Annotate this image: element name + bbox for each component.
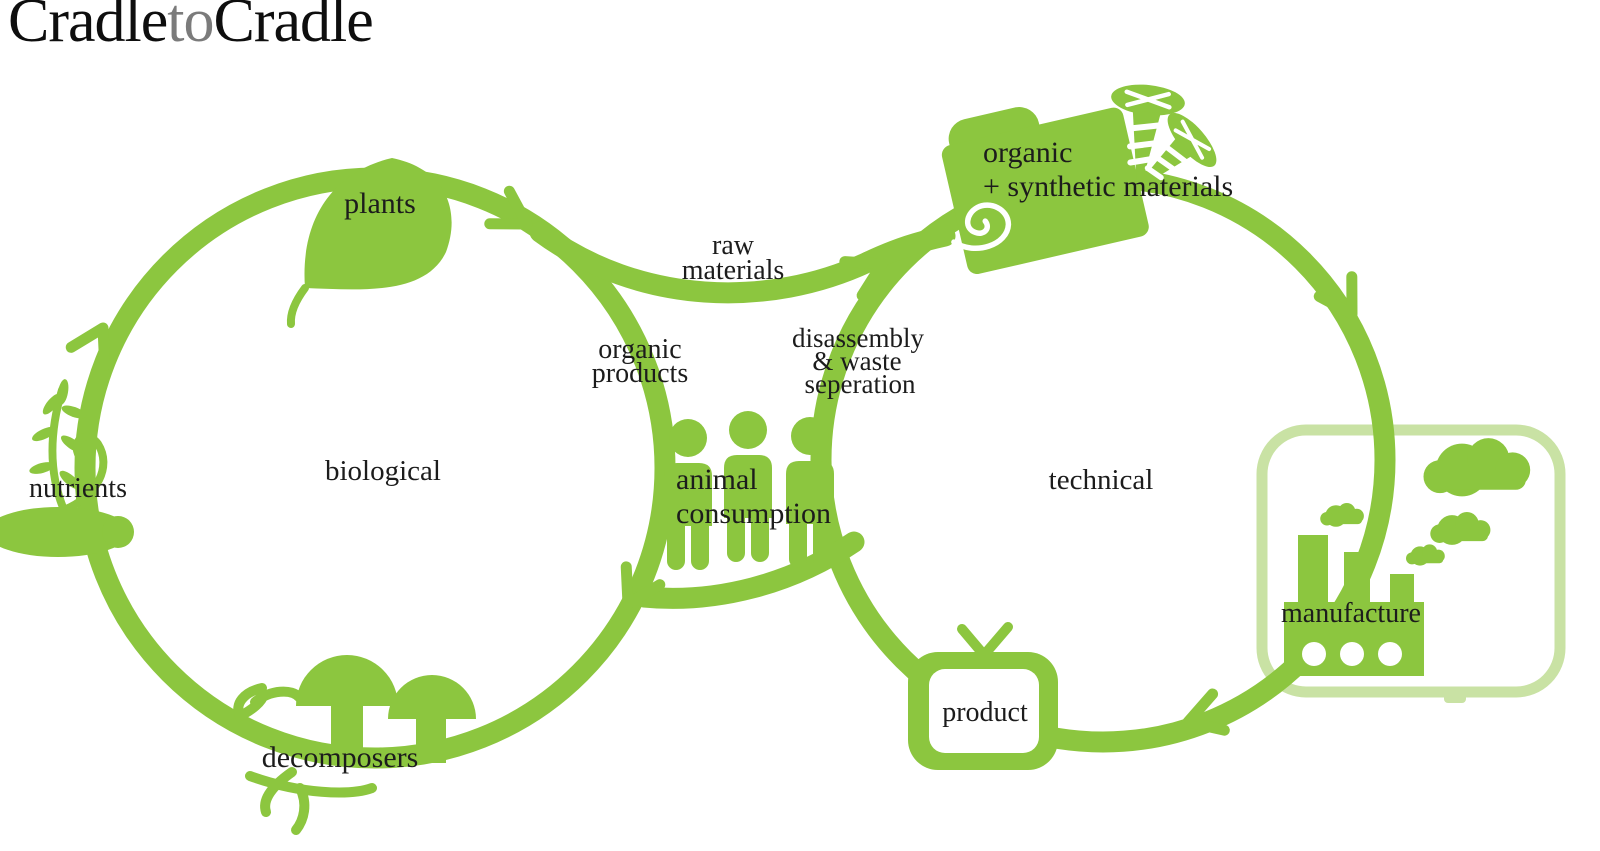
- factory-icon: [1284, 535, 1424, 676]
- sprout-icon: [0, 379, 134, 557]
- tv-product-icon: [908, 622, 1058, 770]
- label-raw-materials: materials: [682, 255, 785, 286]
- screw-icon: [1136, 112, 1217, 189]
- label-organic-products: products: [592, 358, 688, 389]
- label-plants: plants: [344, 187, 416, 220]
- cloud-icon: [1320, 502, 1364, 527]
- cloud-icon: [1406, 544, 1445, 566]
- leaf-icon: [286, 158, 452, 328]
- label-raw-materials: raw: [712, 230, 755, 261]
- label-product: product: [942, 697, 1028, 728]
- label-disassembly: disassembly: [792, 323, 924, 353]
- label-organic-synthetic: + synthetic materials: [983, 170, 1233, 203]
- label-animal-consumption: consumption: [676, 497, 831, 530]
- spiral-icon: [951, 202, 1012, 251]
- label-animal-consumption: animal: [676, 463, 758, 496]
- person-icon: [786, 417, 834, 568]
- title-part-2: to: [167, 0, 214, 55]
- label-organic-synthetic: organic: [983, 136, 1072, 169]
- label-nutrients: nutrients: [29, 473, 127, 504]
- label-biological: biological: [325, 455, 441, 487]
- label-organic-products: organic: [598, 334, 681, 365]
- raw-materials-arc: [529, 221, 879, 304]
- label-disassembly: seperation: [805, 369, 916, 399]
- screw-icon: [1111, 84, 1185, 194]
- label-disassembly: & waste: [812, 346, 901, 376]
- label-technical: technical: [1049, 464, 1154, 496]
- label-decomposers: decomposers: [262, 741, 419, 774]
- raw-materials-arc-end: [857, 225, 956, 273]
- folder-icon: [941, 107, 1149, 275]
- cloud-icon: [1423, 438, 1531, 497]
- cloud-icon: [1430, 512, 1491, 545]
- label-manufacture: manufacture: [1281, 598, 1421, 629]
- title-part-3: Cradle: [213, 0, 374, 55]
- mushrooms-icon: [296, 655, 476, 763]
- manufacture-frame-tail: [1444, 690, 1466, 703]
- title-part-1: Cradle: [8, 0, 168, 55]
- page-title: CradletoCradle: [8, 0, 374, 57]
- manufacture-frame: [1256, 424, 1566, 698]
